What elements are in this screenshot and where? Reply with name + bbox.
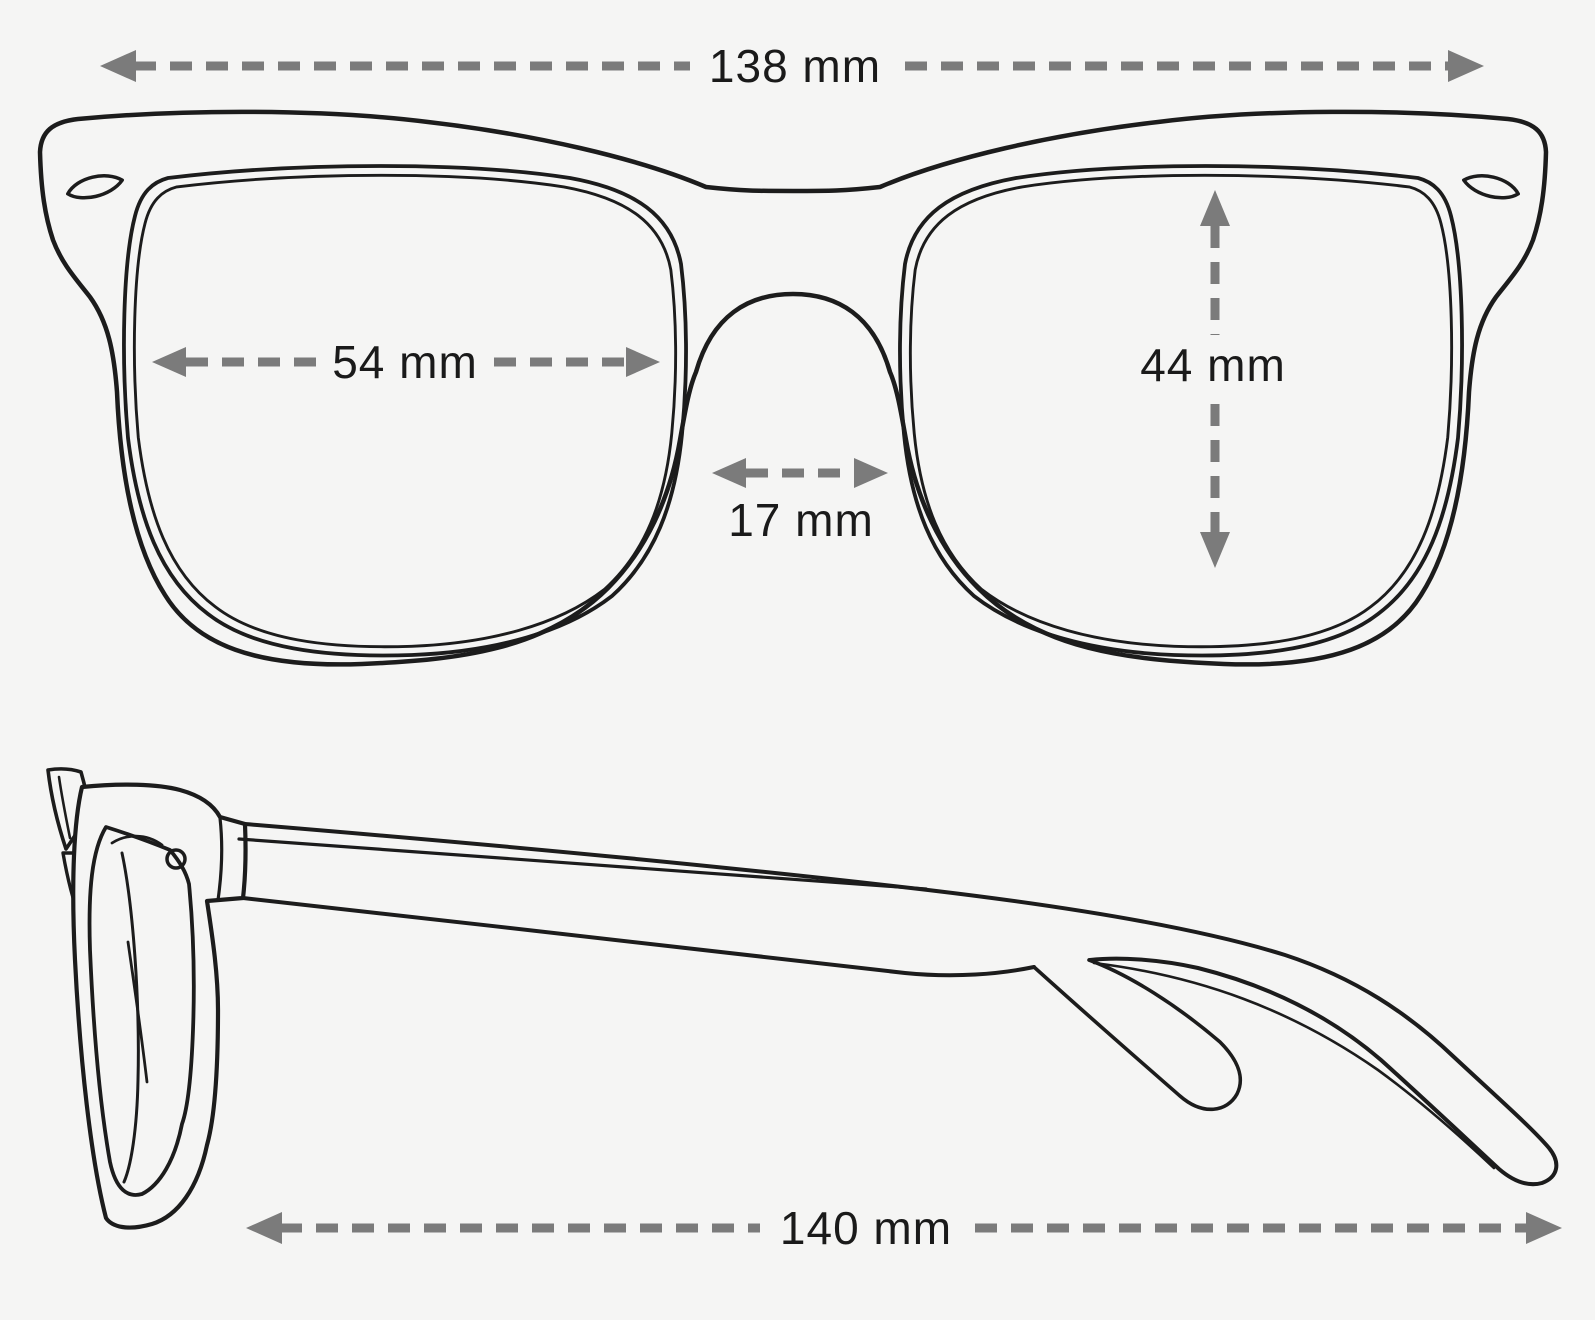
near-temple-outline (243, 822, 1559, 1187)
dim-temple-length: 140 mm (246, 1202, 1562, 1254)
arrowhead-right-icon (1526, 1212, 1562, 1244)
side-lens-opening (87, 825, 196, 1197)
left-lens-outer-edge (122, 164, 688, 658)
arrowhead-right-icon (854, 458, 888, 488)
far-rim-through-lens (110, 834, 164, 847)
left-lens-inner-edge (132, 173, 678, 649)
lens-width-label: 54 mm (332, 336, 478, 388)
dim-lens-height: 44 mm (1140, 190, 1286, 568)
lens-height-label: 44 mm (1140, 339, 1286, 391)
arrowhead-left-icon (246, 1212, 282, 1244)
hinge-face-line (216, 816, 224, 902)
bridge-width-label: 17 mm (728, 494, 874, 546)
dim-lens-width: 54 mm (152, 336, 660, 388)
right-lens-outer-edge (898, 164, 1464, 658)
side-view (46, 767, 1559, 1230)
temple-length-label: 140 mm (780, 1202, 952, 1254)
left-rivet-icon (66, 174, 124, 200)
side-lens-gleam (126, 940, 149, 1084)
frame-front-outline (37, 109, 1549, 667)
near-temple-top-facet-line (237, 837, 928, 891)
dim-frame-width: 138 mm (100, 40, 1484, 92)
arrowhead-right-icon (626, 347, 660, 377)
arrowhead-left-icon (152, 347, 186, 377)
near-temple-bottom-edge (241, 896, 1036, 978)
arrowhead-left-icon (712, 458, 746, 488)
right-rivet-icon (1462, 174, 1520, 200)
near-temple-inner-double-line (1092, 961, 1496, 1170)
arrowhead-right-icon (1448, 50, 1484, 82)
right-lens-inner-edge (908, 173, 1454, 649)
arrowhead-left-icon (100, 50, 136, 82)
hinge-screw-icon (165, 848, 187, 870)
front-view (37, 109, 1549, 667)
front-left-lens-group (66, 164, 688, 658)
arrowhead-down-icon (1200, 532, 1230, 568)
frame-width-label: 138 mm (709, 40, 881, 92)
far-endpiece-inner-line (57, 775, 72, 840)
side-lens-edge (120, 851, 140, 1184)
dim-bridge-width: 17 mm (712, 458, 888, 546)
arrowhead-up-icon (1200, 190, 1230, 226)
far-temple-arm (1032, 958, 1243, 1112)
side-frontpiece-outline (71, 782, 248, 1230)
front-right-lens-group (898, 164, 1520, 658)
